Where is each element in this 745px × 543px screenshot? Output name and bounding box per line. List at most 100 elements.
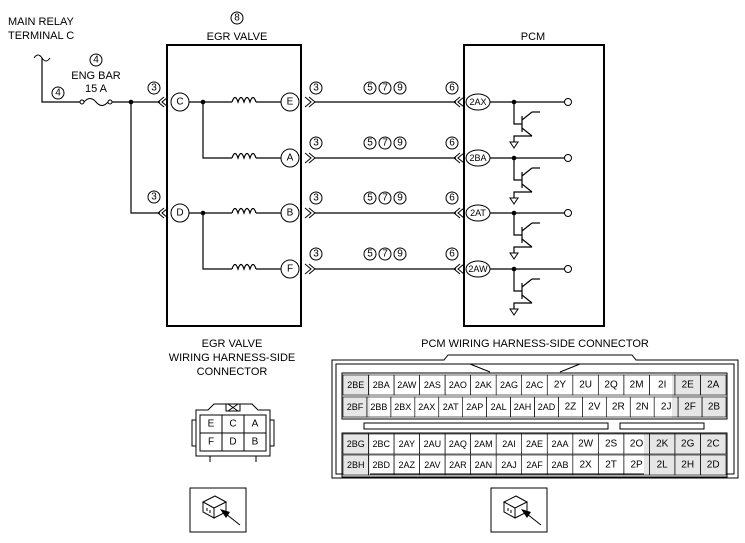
pcm-cell-2az: 2AZ [399,460,416,470]
egr-cell-a: A [252,419,259,430]
pcm-title: PCM [521,31,545,43]
pcm-cell-2an: 2AN [475,460,493,470]
pcm-cell-2bh: 2BH [347,460,365,470]
ref-pcm-2: 6 [449,138,455,149]
svg-text:5: 5 [367,138,373,149]
svg-text:7: 7 [382,83,388,94]
transistor-4-icon [490,265,572,316]
pcm-cell-2au: 2AU [424,439,442,449]
fuse-icon [83,98,109,106]
pcm-cell-2ba: 2BA [373,380,390,390]
pin-a: A [287,153,294,164]
pcm-view-direction-icon [490,487,548,533]
svg-text:7: 7 [382,138,388,149]
main-relay-label: MAIN RELAY TERMINAL C [8,16,74,42]
pcm-cell-2l: 2L [657,460,669,471]
egr-valve-box [166,44,302,327]
pcm-cell-2aa: 2AA [551,439,568,449]
ref-connector-a: 3 [313,138,319,149]
pcm-cell-frame [700,454,727,476]
pcm-pin-2ax: 2AX [469,97,486,107]
coil-1-icon [231,96,281,104]
pcm-cell-2bb: 2BB [370,402,387,412]
egr-cell-f: F [208,437,214,448]
svg-text:EGR VALVE: EGR VALVE [202,338,263,350]
pcm-box [463,44,605,327]
pcm-cell-2ap: 2AP [466,402,483,412]
pcm-cell-2m: 2M [630,380,644,391]
pcm-cell-2a: 2A [707,380,720,391]
pcm-cell-2d: 2D [707,460,720,471]
pcm-cell-2u: 2U [579,380,592,391]
pcm-cell-2bd: 2BD [373,460,391,470]
egr-connector-face: E C A F D B [191,403,275,462]
pcm-cell-2ax: 2AX [418,402,435,412]
svg-text:5: 5 [367,83,373,94]
pcm-cell-2ai: 2AI [502,439,516,449]
pcm-cell-2be: 2BE [347,380,364,390]
svg-text:7: 7 [382,193,388,204]
pcm-cell-2x: 2X [579,460,592,471]
svg-text:7: 7 [382,249,388,260]
ref-fuse-left: 4 [55,88,61,99]
pcm-cell-2p: 2P [630,460,643,471]
fuse-terminal-right [107,99,113,105]
pcm-cell-2h: 2H [681,460,694,471]
pcm-cell-2z: 2Z [565,402,577,413]
pcm-cell-2ae: 2AE [526,439,543,449]
main-relay-line1: MAIN RELAY [8,16,74,28]
pcm-cell-2aj: 2AJ [501,460,517,470]
pcm-cell-2v: 2V [588,402,601,413]
pin-f: F [287,264,293,275]
ref-fuse-top: 4 [93,55,99,66]
pcm-cell-2av: 2AV [424,460,440,470]
wire-refs-row-1: 5 7 9 [363,81,407,95]
pcm-cell-2t: 2T [605,460,617,471]
svg-text:5: 5 [367,249,373,260]
wire-refs-row-2: 5 7 9 [363,136,407,150]
ref-pcm-3: 6 [449,193,455,204]
pcm-cell-2aw: 2AW [397,380,417,390]
pcm-cell-2ad: 2AD [538,402,556,412]
fuse-terminal-left [79,99,85,105]
pcm-cell-2c: 2C [707,439,720,450]
pcm-cell-2al: 2AL [491,402,507,412]
egr-cell-b: B [252,437,259,448]
ref-egr-valve: 8 [234,13,240,24]
transistor-1-icon [490,98,572,149]
ref-connector-f: 3 [313,249,319,260]
pcm-cell-2at: 2AT [443,402,459,412]
pcm-cell-2ah: 2AH [514,402,532,412]
pcm-pin-2aw: 2AW [468,264,488,274]
pcm-cell-2bg: 2BG [347,439,365,449]
pcm-cell-2r: 2R [612,402,625,413]
egr-valve-title: EGR VALVE [207,31,268,43]
pcm-cell-2ag: 2AG [500,380,518,390]
wire-refs-row-4: 5 7 9 [363,247,407,261]
ref-connector-e: 3 [313,83,319,94]
egr-connector-caption: EGR VALVE WIRING HARNESS-SIDE CONNECTOR [169,338,296,378]
pcm-cell-2aq: 2AQ [449,439,467,449]
ref-connector-c: 3 [151,83,157,94]
svg-text:9: 9 [397,83,403,94]
pcm-cell-2o: 2O [630,439,644,450]
pcm-cell-2ak: 2AK [475,380,492,390]
pin-c: C [176,97,183,108]
pcm-cell-2s: 2S [605,439,618,450]
pcm-cell-2g: 2G [681,439,695,450]
pcm-pin-2ba: 2BA [469,153,486,163]
pcm-cell-2ab: 2AB [551,460,568,470]
pcm-cell-2am: 2AM [474,439,493,449]
egr-cell-e: E [208,419,215,430]
pcm-cell-2n: 2N [636,402,649,413]
pcm-cell-2y: 2Y [554,380,567,391]
svg-text:5: 5 [367,193,373,204]
svg-text:9: 9 [397,249,403,260]
pcm-cell-frame [700,433,727,455]
pcm-cell-2b: 2B [708,402,721,413]
egr-cell-d: D [229,437,236,448]
svg-text:CONNECTOR: CONNECTOR [197,366,268,378]
